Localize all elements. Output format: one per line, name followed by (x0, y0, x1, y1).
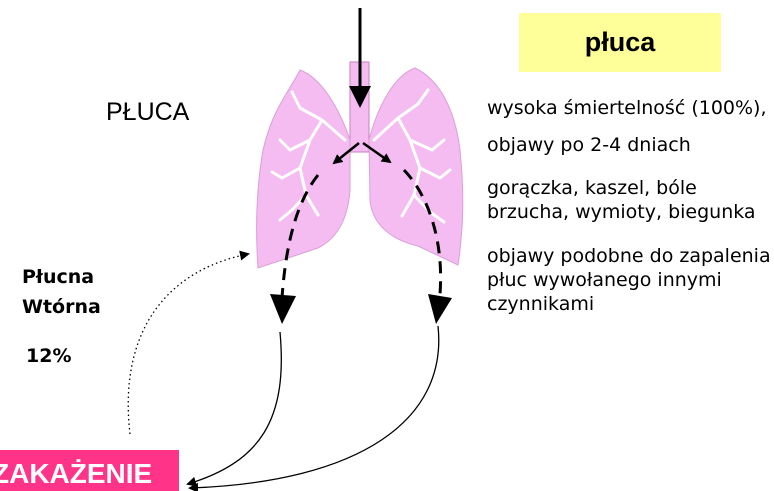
dashed-arrowhead-right (428, 294, 452, 324)
title: płuca (585, 27, 656, 58)
dashed-arrowhead-left (270, 294, 296, 324)
info-item: wysoka śmiertelność (100%), (487, 96, 772, 120)
right-lung (369, 68, 463, 265)
info-item: gorączka, kaszel, bóle brzucha, wymioty,… (487, 176, 772, 224)
dotted-secondary-arrow (128, 254, 248, 434)
secondary-percent: 12% (26, 345, 71, 367)
curve-arrow-left (188, 332, 281, 484)
info-item: objawy podobne do zapalenia płuc wywołan… (487, 244, 772, 316)
info-item: objawy po 2-4 dniach (487, 133, 772, 157)
curve-arrow-right (190, 326, 439, 488)
organ-label: PŁUCA (106, 98, 189, 127)
secondary-line1: Płucna (22, 262, 101, 292)
title-box: płuca (519, 13, 721, 72)
info-list: wysoka śmiertelność (100%), objawy po 2-… (487, 96, 772, 329)
secondary-label: Płucna Wtórna (22, 262, 101, 322)
infection-label: ZAKAŻENIE (0, 458, 152, 490)
secondary-line2: Wtórna (22, 292, 101, 322)
left-lung (257, 70, 350, 268)
infection-box: ZAKAŻENIE (0, 450, 179, 491)
